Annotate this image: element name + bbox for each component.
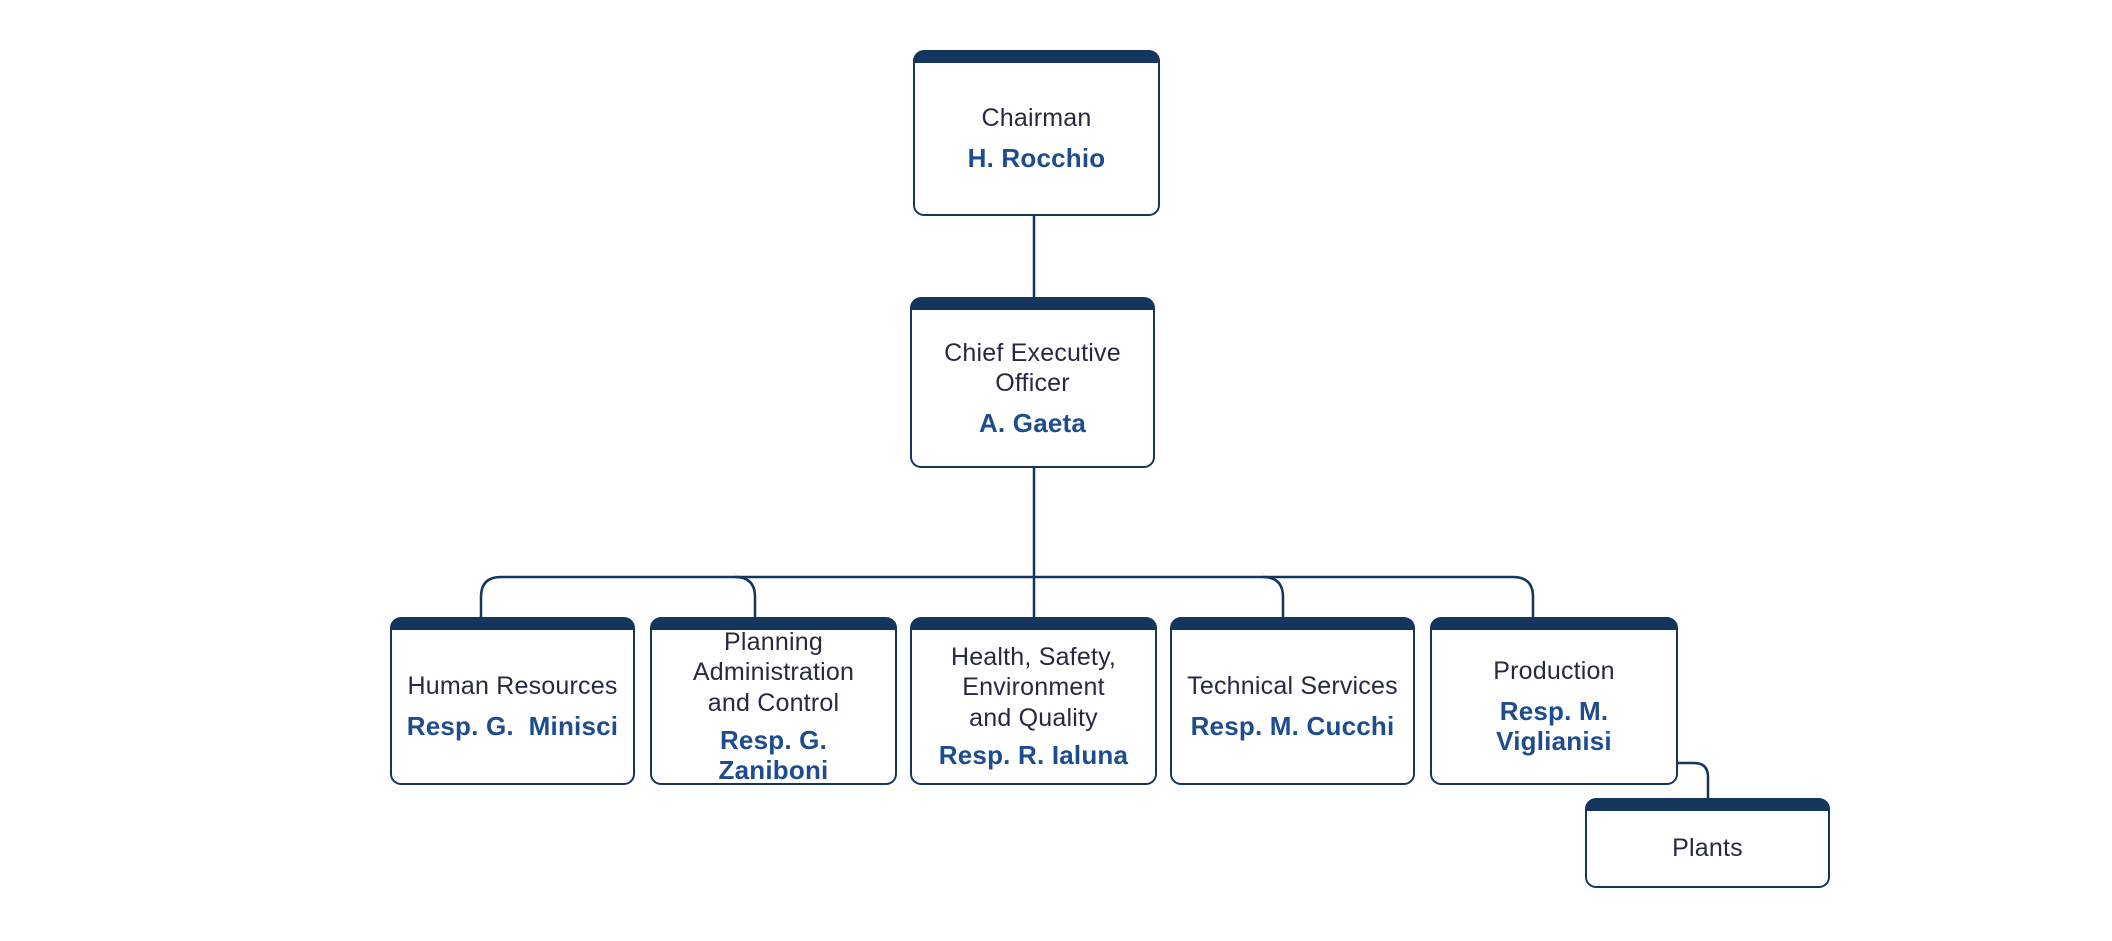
org-node-human-resources: Human Resources Resp. G. Minisci xyxy=(390,617,635,785)
node-title: Plants xyxy=(1672,834,1743,863)
node-name: Resp. G. Minisci xyxy=(406,710,619,741)
org-node-planning: Planning Administration and Control Resp… xyxy=(650,617,897,785)
node-title: Production xyxy=(1493,657,1615,686)
org-node-technical-services: Technical Services Resp. M. Cucchi xyxy=(1170,617,1415,785)
node-name: Resp. M. Cucchi xyxy=(1190,710,1395,741)
org-node-chairman: Chairman H. Rocchio xyxy=(913,50,1160,216)
connector-drop-technical-services xyxy=(1262,575,1285,620)
node-name: Resp. M. Viglianisi xyxy=(1496,695,1616,756)
connector-drop-planning xyxy=(734,575,757,620)
org-node-ceo: Chief Executive Officer A. Gaeta xyxy=(910,297,1155,468)
node-title: Chief Executive Officer xyxy=(944,338,1121,398)
node-name: Resp. R. Ialuna xyxy=(938,740,1129,771)
org-node-production: Production Resp. M. Viglianisi xyxy=(1430,617,1678,785)
node-title: Technical Services xyxy=(1187,672,1398,701)
node-title: Chairman xyxy=(981,104,1092,133)
org-node-plants: Plants xyxy=(1585,798,1830,888)
node-title: Planning Administration and Control xyxy=(692,627,855,717)
node-name: A. Gaeta xyxy=(978,407,1087,438)
connector-rail xyxy=(479,575,1535,620)
node-title: Human Resources xyxy=(407,672,618,701)
node-name: Resp. G. Zaniboni xyxy=(718,725,835,786)
node-name: H. Rocchio xyxy=(967,142,1106,173)
node-title: Health, Safety, Environment and Quality xyxy=(950,642,1117,732)
org-node-hseq: Health, Safety, Environment and Quality … xyxy=(910,617,1157,785)
connector-production-plants xyxy=(1678,761,1710,800)
